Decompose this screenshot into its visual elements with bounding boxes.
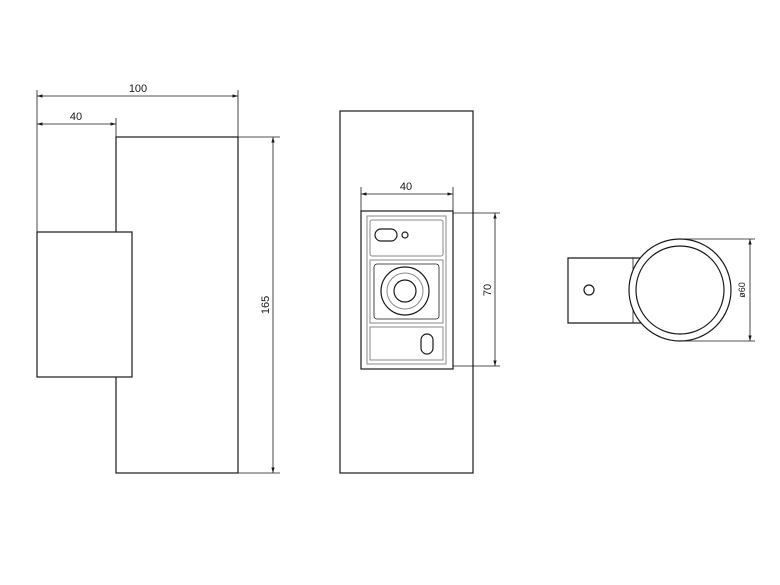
front-view: 40 70 xyxy=(339,110,500,474)
call-button-icon xyxy=(420,333,434,355)
button-panel xyxy=(369,326,444,361)
mounting-bracket xyxy=(567,257,650,324)
camera-lens-mid-icon xyxy=(386,272,424,310)
top-view: ø60 xyxy=(567,238,755,342)
dim-label-plate-width: 40 xyxy=(400,181,412,193)
dim-label-diameter: ø60 xyxy=(737,282,747,298)
faceplate-inner xyxy=(366,215,447,365)
housing-inner-circle xyxy=(635,245,725,335)
led-icon xyxy=(401,231,409,239)
side-body xyxy=(115,136,239,474)
faceplate-outer xyxy=(360,210,454,370)
mounting-hole-icon xyxy=(583,284,595,296)
camera-panel xyxy=(369,259,444,324)
camera-lens-outer-icon xyxy=(380,266,430,316)
dim-label-height: 165 xyxy=(260,296,272,314)
camera-lens-inner-icon xyxy=(393,279,417,303)
dim-label-depth: 40 xyxy=(70,111,82,123)
front-body xyxy=(339,110,474,474)
sensor-panel xyxy=(369,219,444,257)
side-view: 100 40 165 xyxy=(36,83,280,474)
dim-label-plate-height: 70 xyxy=(482,284,494,296)
dim-label-width: 100 xyxy=(129,83,147,95)
side-camera-housing xyxy=(36,231,133,378)
pir-sensor-icon xyxy=(374,228,398,242)
housing-outer-circle xyxy=(628,238,732,342)
